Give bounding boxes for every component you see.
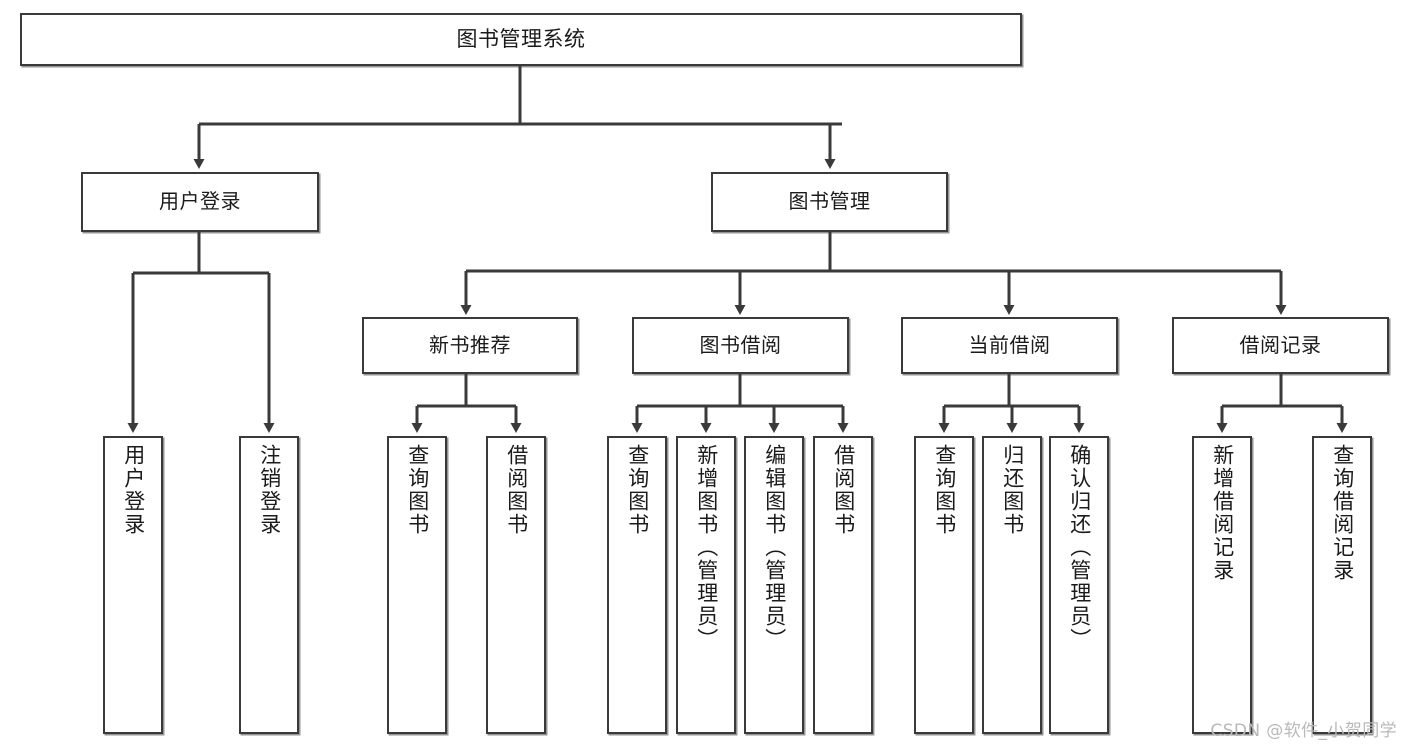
node-user-login-label: 用户登录 <box>159 189 241 214</box>
node-leaf-user-login[interactable]: 用户登录 <box>103 436 163 734</box>
node-root-label: 图书管理系统 <box>456 27 586 52</box>
node-current-borrow[interactable]: 当前借阅 <box>901 317 1118 374</box>
node-leaf-edit-book-label: 编辑图书（管理员） <box>762 444 787 651</box>
node-leaf-confirm-return[interactable]: 确认归还（管理员） <box>1049 436 1109 734</box>
node-new-book-recommend[interactable]: 新书推荐 <box>362 317 578 374</box>
node-current-borrow-label: 当前借阅 <box>968 332 1051 357</box>
node-book-borrow-label: 图书借阅 <box>699 332 782 357</box>
node-leaf-logout-login-label: 注销登录 <box>257 444 282 536</box>
node-leaf-query-book-2[interactable]: 查询图书 <box>607 436 667 734</box>
node-book-management[interactable]: 图书管理 <box>711 172 948 232</box>
node-book-management-label: 图书管理 <box>788 189 871 214</box>
node-leaf-return-book[interactable]: 归还图书 <box>982 436 1042 734</box>
node-leaf-edit-book[interactable]: 编辑图书（管理员） <box>744 436 804 734</box>
node-leaf-return-book-label: 归还图书 <box>1000 444 1025 536</box>
node-leaf-add-book-label: 新增图书（管理员） <box>694 444 719 651</box>
node-leaf-borrow-book-1-label: 借阅图书 <box>504 444 529 536</box>
node-root[interactable]: 图书管理系统 <box>20 13 1022 66</box>
node-leaf-borrow-book-1[interactable]: 借阅图书 <box>486 436 546 734</box>
node-leaf-borrow-book-2-label: 借阅图书 <box>831 444 856 536</box>
node-book-borrow[interactable]: 图书借阅 <box>632 317 849 374</box>
node-leaf-add-record[interactable]: 新增借阅记录 <box>1192 436 1252 734</box>
node-leaf-add-book[interactable]: 新增图书（管理员） <box>676 436 736 734</box>
node-leaf-query-record-label: 查询借阅记录 <box>1330 444 1355 582</box>
node-leaf-confirm-return-label: 确认归还（管理员） <box>1067 444 1092 651</box>
node-leaf-query-book-1-label: 查询图书 <box>405 444 430 536</box>
csdn-watermark: CSDN @软件_小贺同学 <box>1210 721 1397 741</box>
node-borrow-record-label: 借阅记录 <box>1239 332 1322 357</box>
node-leaf-query-book-2-label: 查询图书 <box>625 444 650 536</box>
node-leaf-query-book-3-label: 查询图书 <box>932 444 957 536</box>
node-leaf-user-login-label: 用户登录 <box>121 444 146 536</box>
node-leaf-query-record[interactable]: 查询借阅记录 <box>1312 436 1372 734</box>
node-new-book-recommend-label: 新书推荐 <box>429 332 511 357</box>
node-borrow-record[interactable]: 借阅记录 <box>1172 317 1389 374</box>
node-leaf-borrow-book-2[interactable]: 借阅图书 <box>813 436 873 734</box>
node-leaf-query-book-3[interactable]: 查询图书 <box>914 436 974 734</box>
node-leaf-add-record-label: 新增借阅记录 <box>1210 444 1235 582</box>
node-leaf-logout-login[interactable]: 注销登录 <box>239 436 299 734</box>
node-leaf-query-book-1[interactable]: 查询图书 <box>387 436 447 734</box>
node-user-login[interactable]: 用户登录 <box>81 172 319 232</box>
